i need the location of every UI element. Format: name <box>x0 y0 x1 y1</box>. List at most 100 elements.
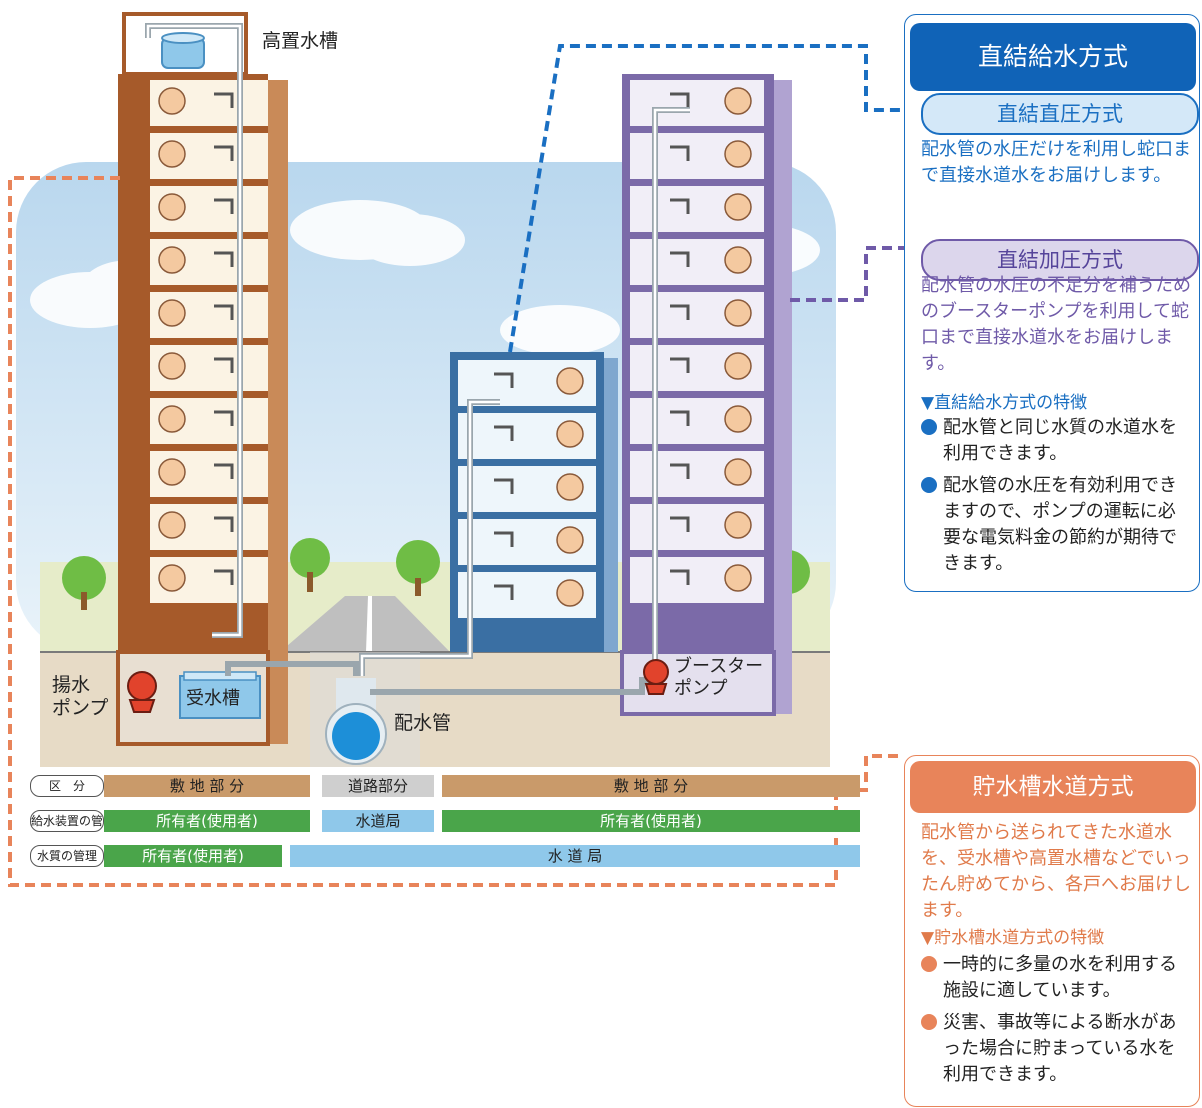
faucet-icon <box>214 516 234 532</box>
booster-text: 配水管の水圧の不足分を補うためのブースターポンプを利用して蛇口まで直接水道水をお… <box>921 275 1191 374</box>
direct-supply-title: 直結給水方式 <box>910 23 1196 91</box>
resident-figure <box>724 511 752 539</box>
resident-figure <box>158 405 186 433</box>
resident-figure <box>724 405 752 433</box>
tank-feature-item: 災害、事故等による断水があった場合に貯まっている水を利用できます。 <box>921 1010 1193 1088</box>
resident-figure <box>556 526 584 554</box>
faucet-icon <box>670 410 690 426</box>
resident-figure <box>724 352 752 380</box>
direct-features-heading: ▼直結給水方式の特徴 <box>921 393 1088 413</box>
tank-features-heading: ▼貯水槽水道方式の特徴 <box>921 928 1105 948</box>
tank-feature-item: 一時的に多量の水を利用する施設に適しています。 <box>921 952 1193 1004</box>
booster-building <box>620 74 792 716</box>
resident-figure <box>556 473 584 501</box>
division-row-label: 給水装置の管理 <box>30 810 104 832</box>
resident-figure <box>556 367 584 395</box>
distribution-pipe-label: 配水管 <box>394 712 452 734</box>
faucet-icon <box>494 425 514 441</box>
direct-building <box>450 352 618 652</box>
division-segment: 所有者(使用者) <box>442 810 860 832</box>
faucet-icon <box>214 198 234 214</box>
resident-figure <box>158 193 186 221</box>
supply-pipe-to-tank <box>225 661 359 676</box>
direct-pressure-connector <box>508 44 906 353</box>
booster-pump-label: ブースター ポンプ <box>674 656 764 699</box>
faucet-icon <box>494 478 514 494</box>
division-row-label: 水質の管理 <box>30 845 104 867</box>
direct-pressure-text: 配水管の水圧だけを利用し蛇口まで直接水道水をお届けします。 <box>921 139 1191 186</box>
resident-figure <box>556 420 584 448</box>
road <box>280 596 450 652</box>
booster-pump-icon <box>643 659 669 695</box>
faucet-icon <box>214 251 234 267</box>
elevated-tank-label: 高置水槽 <box>262 30 339 52</box>
bullet-dot <box>921 956 937 972</box>
bullet-dot <box>921 1014 937 1030</box>
bullet-dot <box>921 477 937 493</box>
faucet-icon <box>494 531 514 547</box>
bullet-dot <box>921 419 937 435</box>
booster-title: 直結加圧方式 <box>921 239 1199 281</box>
division-segment: 敷 地 部 分 <box>104 775 310 797</box>
division-segment: 所有者(使用者) <box>104 845 282 867</box>
lift-pump-icon <box>127 671 157 713</box>
faucet-icon <box>214 145 234 161</box>
elevated-tank-icon <box>161 32 205 69</box>
faucet-icon <box>214 569 234 585</box>
resident-figure <box>724 458 752 486</box>
resident-figure <box>556 579 584 607</box>
division-row: 水質の管理所有者(使用者) 水 道 局 <box>30 845 860 867</box>
faucet-icon <box>670 304 690 320</box>
tank-feature-text: 災害、事故等による断水があった場合に貯まっている水を利用できます。 <box>943 1012 1177 1085</box>
faucet-icon <box>214 304 234 320</box>
receiving-tank-icon <box>179 671 261 719</box>
division-segment: 水道局 <box>322 810 434 832</box>
resident-figure <box>158 564 186 592</box>
direct-feature-item: 配水管と同じ水質の水道水を利用できます。 <box>921 415 1193 467</box>
resident-figure <box>724 299 752 327</box>
division-row: 区 分敷 地 部 分道路部分敷 地 部 分 <box>30 775 860 797</box>
resident-figure <box>724 193 752 221</box>
tank-system-boundary <box>8 176 900 887</box>
faucet-icon <box>214 92 234 108</box>
resident-figure <box>724 564 752 592</box>
resident-figure <box>158 87 186 115</box>
tank-feature-text: 一時的に多量の水を利用する施設に適しています。 <box>943 954 1177 1001</box>
faucet-icon <box>670 145 690 161</box>
faucet-icon <box>670 198 690 214</box>
division-segment: 所有者(使用者) <box>104 810 310 832</box>
resident-figure <box>158 140 186 168</box>
faucet-icon <box>214 357 234 373</box>
division-segment: 道路部分 <box>322 775 434 797</box>
resident-figure <box>158 299 186 327</box>
faucet-icon <box>214 463 234 479</box>
division-segment: 水 道 局 <box>290 845 860 867</box>
tank-supply-panel: 貯水槽水道方式 配水管から送られてきた水道水を、受水槽や高置水槽などでいったん貯… <box>904 755 1200 1107</box>
tank-building <box>116 12 288 746</box>
division-segment: 敷 地 部 分 <box>442 775 860 797</box>
booster-connector <box>790 246 906 302</box>
resident-figure <box>158 352 186 380</box>
receiving-tank-label: 受水槽 <box>186 688 240 709</box>
direct-feature-text: 配水管の水圧を有効利用できますので、ポンプの運転に必要な電気料金の節約が期待でき… <box>943 475 1177 574</box>
faucet-icon <box>494 584 514 600</box>
faucet-icon <box>214 410 234 426</box>
resident-figure <box>724 246 752 274</box>
faucet-icon <box>670 463 690 479</box>
direct-feature-item: 配水管の水圧を有効利用できますので、ポンプの運転に必要な電気料金の節約が期待でき… <box>921 473 1193 577</box>
faucet-icon <box>494 372 514 388</box>
resident-figure <box>724 87 752 115</box>
faucet-icon <box>670 357 690 373</box>
faucet-icon <box>670 251 690 267</box>
distribution-pipe <box>325 678 387 765</box>
resident-figure <box>724 140 752 168</box>
faucet-icon <box>670 569 690 585</box>
faucet-icon <box>670 516 690 532</box>
resident-figure <box>158 246 186 274</box>
lift-pump-label: 揚水 ポンプ <box>52 674 109 719</box>
division-row-label: 区 分 <box>30 775 104 797</box>
resident-figure <box>158 511 186 539</box>
tank-supply-title: 貯水槽水道方式 <box>910 761 1196 813</box>
